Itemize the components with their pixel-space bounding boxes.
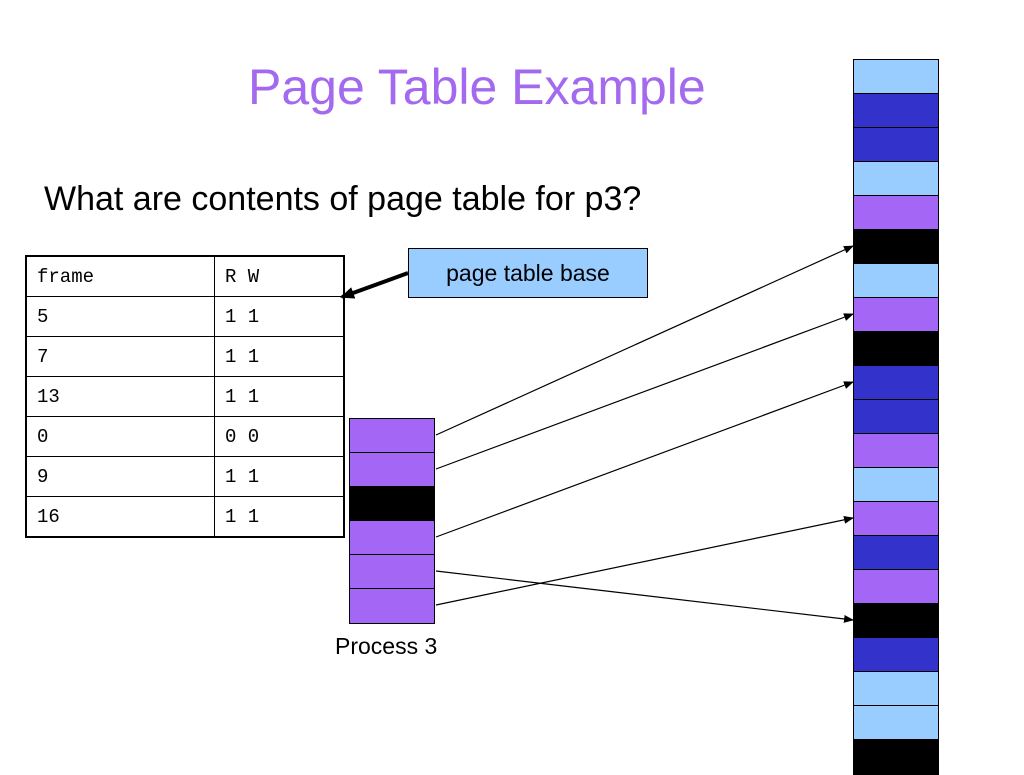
mapping-arrow-page-3 — [435, 381, 854, 538]
table-row: 0 0 0 — [25, 416, 345, 457]
memory-frame-5 — [854, 230, 938, 264]
page-table: frame R W 5 1 1 7 1 1 13 1 1 0 0 0 9 1 1… — [25, 255, 345, 538]
memory-frame-1 — [854, 94, 938, 128]
page-table-header-row: frame R W — [25, 255, 345, 297]
process-page-3 — [350, 521, 434, 555]
memory-frame-14 — [854, 536, 938, 570]
frame-cell: 13 — [25, 376, 215, 417]
memory-frame-15 — [854, 570, 938, 604]
memory-frame-11 — [854, 434, 938, 468]
memory-frame-7 — [854, 298, 938, 332]
memory-frame-2 — [854, 128, 938, 162]
rw-cell: 1 1 — [214, 336, 345, 377]
memory-frame-10 — [854, 400, 938, 434]
table-row: 9 1 1 — [25, 456, 345, 497]
process-page-2 — [350, 487, 434, 521]
process-label: Process 3 — [335, 633, 438, 659]
page-table-base-arrow — [340, 271, 409, 299]
memory-frame-17 — [854, 638, 938, 672]
table-row: 5 1 1 — [25, 296, 345, 337]
process-page-0 — [350, 419, 434, 453]
process-page-1 — [350, 453, 434, 487]
memory-frame-6 — [854, 264, 938, 298]
slide-question: What are contents of page table for p3? — [44, 180, 642, 218]
memory-frame-19 — [854, 706, 938, 740]
page-table-base-box: page table base — [408, 248, 648, 298]
mapping-arrow-page-1 — [435, 313, 854, 470]
memory-frame-9 — [854, 366, 938, 400]
frame-cell: 7 — [25, 336, 215, 377]
memory-frame-4 — [854, 196, 938, 230]
mapping-arrow-page-4 — [435, 570, 854, 623]
process-page-4 — [350, 555, 434, 589]
table-row: 13 1 1 — [25, 376, 345, 417]
mapping-arrow-page-5 — [435, 515, 854, 606]
rw-cell: 1 1 — [214, 496, 345, 538]
frame-cell: 9 — [25, 456, 215, 497]
slide-title: Page Table Example — [248, 59, 706, 115]
memory-frame-16 — [854, 604, 938, 638]
memory-frame-8 — [854, 332, 938, 366]
memory-frame-0 — [854, 60, 938, 94]
header-frame: frame — [25, 255, 215, 297]
process-page-column — [349, 418, 435, 624]
memory-frame-18 — [854, 672, 938, 706]
memory-frame-13 — [854, 502, 938, 536]
table-row: 7 1 1 — [25, 336, 345, 377]
process-page-5 — [350, 589, 434, 623]
rw-cell: 0 0 — [214, 416, 345, 457]
page-table-base-label: page table base — [446, 259, 610, 286]
memory-frame-3 — [854, 162, 938, 196]
table-row: 16 1 1 — [25, 496, 345, 538]
memory-frame-12 — [854, 468, 938, 502]
rw-cell: 1 1 — [214, 456, 345, 497]
frame-cell: 16 — [25, 496, 215, 538]
rw-cell: 1 1 — [214, 296, 345, 337]
header-rw: R W — [214, 255, 345, 297]
mapping-arrow-page-0 — [435, 245, 854, 436]
physical-memory-column — [853, 59, 939, 775]
